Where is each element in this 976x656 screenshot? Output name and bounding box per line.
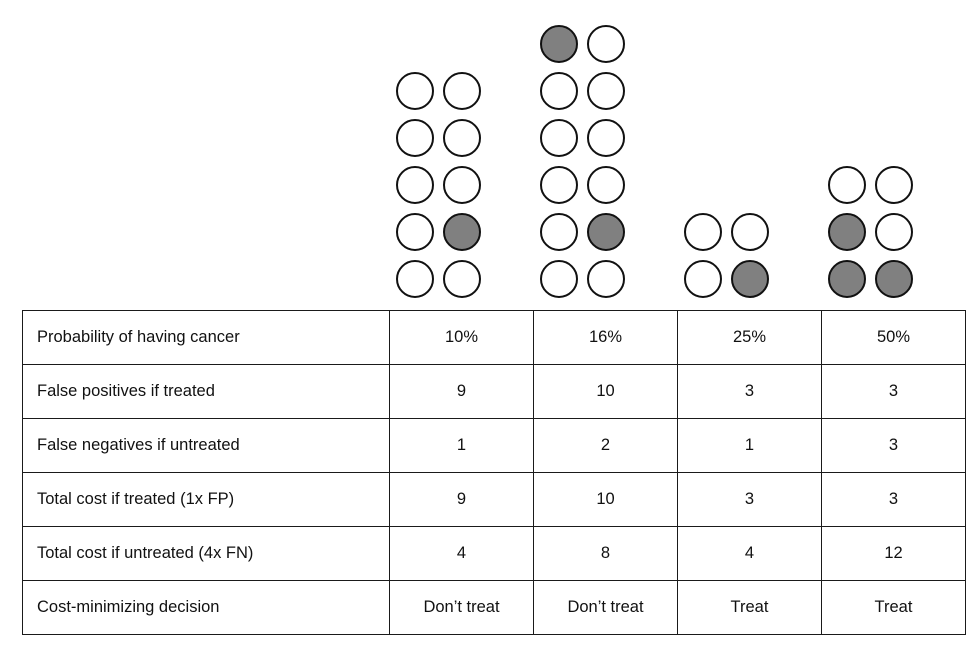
- dot-empty-icon: [540, 213, 578, 251]
- dot-empty-icon: [396, 166, 434, 204]
- table-cell: 9: [389, 472, 534, 527]
- dot-empty-icon: [443, 72, 481, 110]
- icon-array-group-10pct: [396, 72, 481, 298]
- table-cell: Don’t treat: [389, 580, 534, 635]
- dot-empty-icon: [396, 119, 434, 157]
- table-cell: 50%: [821, 310, 966, 365]
- table-cell: 16%: [533, 310, 678, 365]
- table-cell: 3: [677, 472, 822, 527]
- dot-empty-icon: [540, 260, 578, 298]
- icon-array-row: [396, 119, 481, 157]
- dot-empty-icon: [396, 72, 434, 110]
- dot-empty-icon: [587, 72, 625, 110]
- table-cell: 1: [389, 418, 534, 473]
- dot-empty-icon: [587, 25, 625, 63]
- dot-empty-icon: [587, 260, 625, 298]
- table-cell: 10%: [389, 310, 534, 365]
- dot-empty-icon: [828, 166, 866, 204]
- table-cell: Treat: [821, 580, 966, 635]
- icon-array-row: [540, 72, 625, 110]
- table-row-label: False positives if treated: [22, 364, 390, 419]
- dot-empty-icon: [443, 260, 481, 298]
- table-row-label: Total cost if untreated (4x FN): [22, 526, 390, 581]
- icon-array-row: [828, 213, 913, 251]
- dot-empty-icon: [396, 260, 434, 298]
- table-cell: 10: [533, 472, 678, 527]
- dot-filled-icon: [731, 260, 769, 298]
- icon-array-diagram: [0, 0, 976, 310]
- table-cell: 9: [389, 364, 534, 419]
- dot-empty-icon: [540, 119, 578, 157]
- table-row-label: Total cost if treated (1x FP): [22, 472, 390, 527]
- dot-empty-icon: [587, 119, 625, 157]
- icon-array-row: [684, 260, 769, 298]
- icon-array-row: [540, 260, 625, 298]
- icon-array-row: [396, 260, 481, 298]
- icon-array-group-50pct: [828, 166, 913, 298]
- icon-array-row: [540, 166, 625, 204]
- dot-filled-icon: [828, 260, 866, 298]
- table-cell: 12: [821, 526, 966, 581]
- dot-filled-icon: [443, 213, 481, 251]
- icon-array-row: [540, 25, 625, 63]
- table-row-label: Cost-minimizing decision: [22, 580, 390, 635]
- table-row-label: Probability of having cancer: [22, 310, 390, 365]
- dot-empty-icon: [396, 213, 434, 251]
- dot-empty-icon: [684, 213, 722, 251]
- dot-empty-icon: [443, 119, 481, 157]
- table-cell: Treat: [677, 580, 822, 635]
- icon-array-row: [828, 260, 913, 298]
- icon-array-group-16pct: [540, 25, 625, 298]
- table-cell: 3: [821, 418, 966, 473]
- icon-array-row: [684, 213, 769, 251]
- dot-filled-icon: [875, 260, 913, 298]
- icon-array-row: [396, 72, 481, 110]
- icon-array-row: [828, 166, 913, 204]
- table-cell: 8: [533, 526, 678, 581]
- dot-empty-icon: [875, 213, 913, 251]
- table-cell: 2: [533, 418, 678, 473]
- table-cell: 1: [677, 418, 822, 473]
- dot-filled-icon: [587, 213, 625, 251]
- table-cell: 10: [533, 364, 678, 419]
- table-cell: 3: [677, 364, 822, 419]
- dot-empty-icon: [875, 166, 913, 204]
- icon-array-row: [396, 166, 481, 204]
- dot-empty-icon: [731, 213, 769, 251]
- dot-empty-icon: [684, 260, 722, 298]
- dot-empty-icon: [540, 166, 578, 204]
- table-row-label: False negatives if untreated: [22, 418, 390, 473]
- table-cell: 4: [389, 526, 534, 581]
- dot-empty-icon: [443, 166, 481, 204]
- dot-filled-icon: [540, 25, 578, 63]
- icon-array-row: [540, 213, 625, 251]
- dot-filled-icon: [828, 213, 866, 251]
- table-cell: 3: [821, 364, 966, 419]
- table-cell: Don’t treat: [533, 580, 678, 635]
- table-cell: 3: [821, 472, 966, 527]
- icon-array-group-25pct: [684, 213, 769, 298]
- dot-empty-icon: [540, 72, 578, 110]
- table-cell: 25%: [677, 310, 822, 365]
- dot-empty-icon: [587, 166, 625, 204]
- icon-array-row: [540, 119, 625, 157]
- table-cell: 4: [677, 526, 822, 581]
- icon-array-row: [396, 213, 481, 251]
